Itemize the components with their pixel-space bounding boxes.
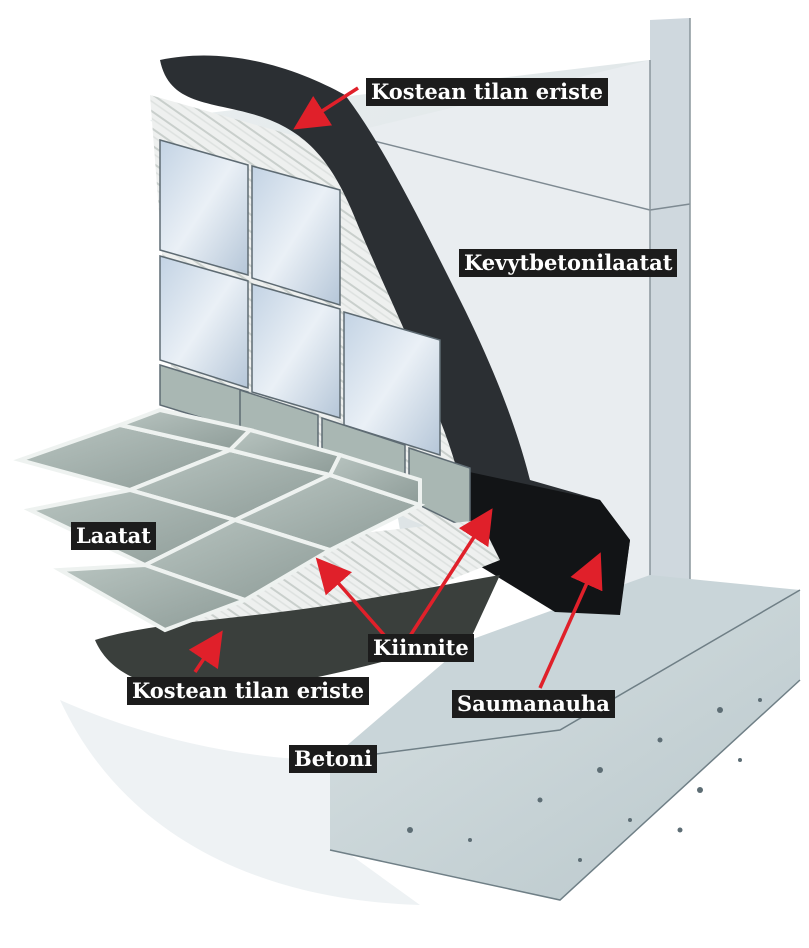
wall-tiles xyxy=(159,139,441,457)
concrete-aggregate xyxy=(407,698,762,862)
label-adhesive: Kiinnite xyxy=(368,634,474,662)
arrow-adhesive-floor xyxy=(315,557,387,638)
label-concrete: Betoni xyxy=(289,745,378,773)
pointer-arrows xyxy=(188,86,603,689)
label-floor-membrane: Kostean tilan eriste xyxy=(127,677,369,705)
concrete-slab-top xyxy=(330,575,800,760)
aac-wall-side xyxy=(650,18,690,590)
wall-membrane xyxy=(160,55,630,610)
floor-wash xyxy=(60,700,420,905)
arrow-floor-membrane xyxy=(188,630,223,673)
arrow-wall-membrane xyxy=(293,86,359,130)
arrow-seam-tape xyxy=(538,552,603,689)
label-aerated-concrete-panels: Kevytbetonilaatat xyxy=(459,249,678,277)
concrete-slab-edge xyxy=(330,590,800,900)
label-wall-membrane: Kostean tilan eriste xyxy=(366,78,608,106)
label-seam-tape: Saumanauha xyxy=(452,690,615,718)
label-tiles: Laatat xyxy=(71,522,156,550)
arrow-adhesive-wall xyxy=(408,508,493,637)
